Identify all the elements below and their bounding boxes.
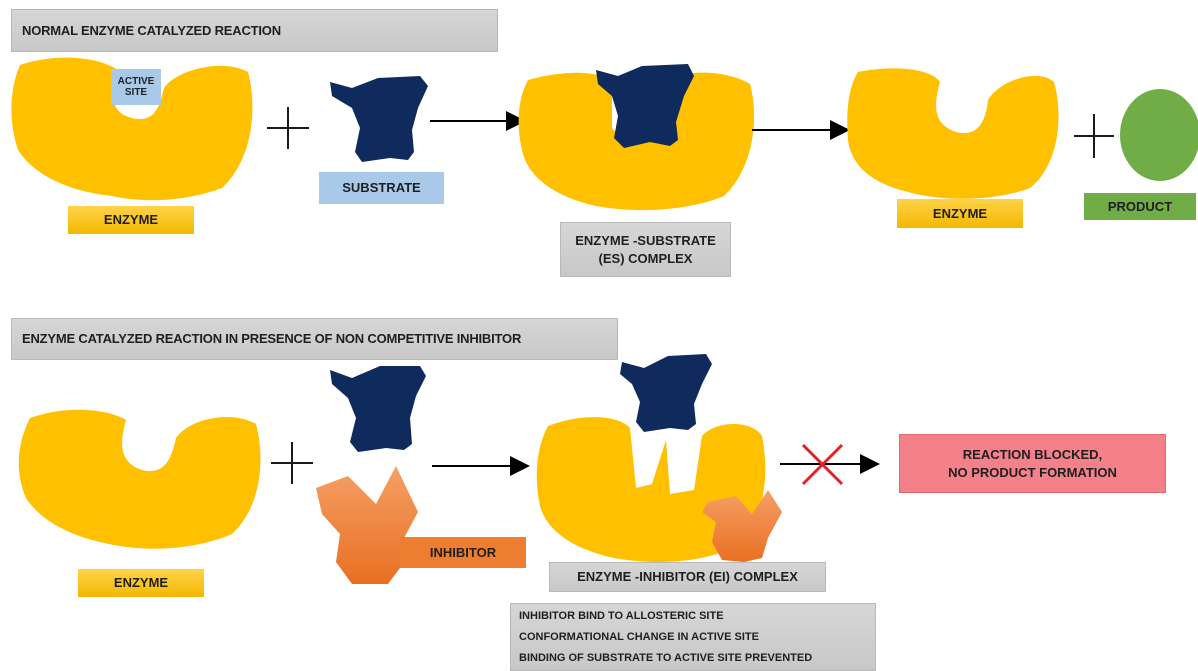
reaction-blocked-line2: NO PRODUCT FORMATION xyxy=(948,464,1117,480)
inhibitor-label: INHIBITOR xyxy=(400,537,526,568)
active-site-line2: SITE xyxy=(124,87,148,98)
plus-icon xyxy=(271,442,313,484)
note-line: INHIBITOR BIND TO ALLOSTERIC SITE xyxy=(519,609,724,622)
es-complex-line1: ENZYME -SUBSTRATE xyxy=(575,232,716,248)
enzyme-shape xyxy=(11,57,253,201)
enzyme-shape xyxy=(18,409,261,549)
es-complex-label: ENZYME -SUBSTRATE (ES) COMPLEX xyxy=(560,222,731,277)
ei-inhibitor-shape xyxy=(702,490,782,562)
note-line: CONFORMATIONAL CHANGE IN ACTIVE SITE xyxy=(519,630,759,643)
plus-icon xyxy=(267,107,309,149)
enzyme-label-2: ENZYME xyxy=(897,199,1023,228)
substrate-shape xyxy=(330,76,428,162)
section2-title: ENZYME CATALYZED REACTION IN PRESENCE OF… xyxy=(11,318,618,360)
es-substrate-shape xyxy=(596,64,694,148)
reaction-blocked-line1: REACTION BLOCKED, xyxy=(962,446,1103,462)
active-site-line1: ACTIVE xyxy=(117,75,155,87)
substrate-shape xyxy=(620,354,712,432)
ei-complex-label: ENZYME -INHIBITOR (EI) COMPLEX xyxy=(549,562,826,592)
es-complex-line2: (ES) COMPLEX xyxy=(598,250,693,266)
inhibitor-shape xyxy=(316,466,418,584)
enzyme-label: ENZYME xyxy=(68,206,194,234)
reaction-blocked-box: REACTION BLOCKED, NO PRODUCT FORMATION xyxy=(899,434,1166,493)
inhibition-notes: INHIBITOR BIND TO ALLOSTERIC SITE CONFOR… xyxy=(510,603,876,671)
cross-icon xyxy=(801,443,844,486)
substrate-label: SUBSTRATE xyxy=(319,172,444,204)
substrate-shape xyxy=(330,366,426,452)
enzyme-shape xyxy=(847,68,1059,199)
enzyme-label-3: ENZYME xyxy=(78,569,204,597)
section1-title: NORMAL ENZYME CATALYZED REACTION xyxy=(11,9,498,52)
note-line: BINDING OF SUBSTRATE TO ACTIVE SITE PREV… xyxy=(519,651,813,664)
plus-icon xyxy=(1074,114,1114,158)
product-shape xyxy=(1120,89,1198,181)
active-site-label: ACTIVE SITE xyxy=(111,69,161,105)
product-label: PRODUCT xyxy=(1084,193,1196,220)
ei-enzyme-shape xyxy=(536,417,766,562)
